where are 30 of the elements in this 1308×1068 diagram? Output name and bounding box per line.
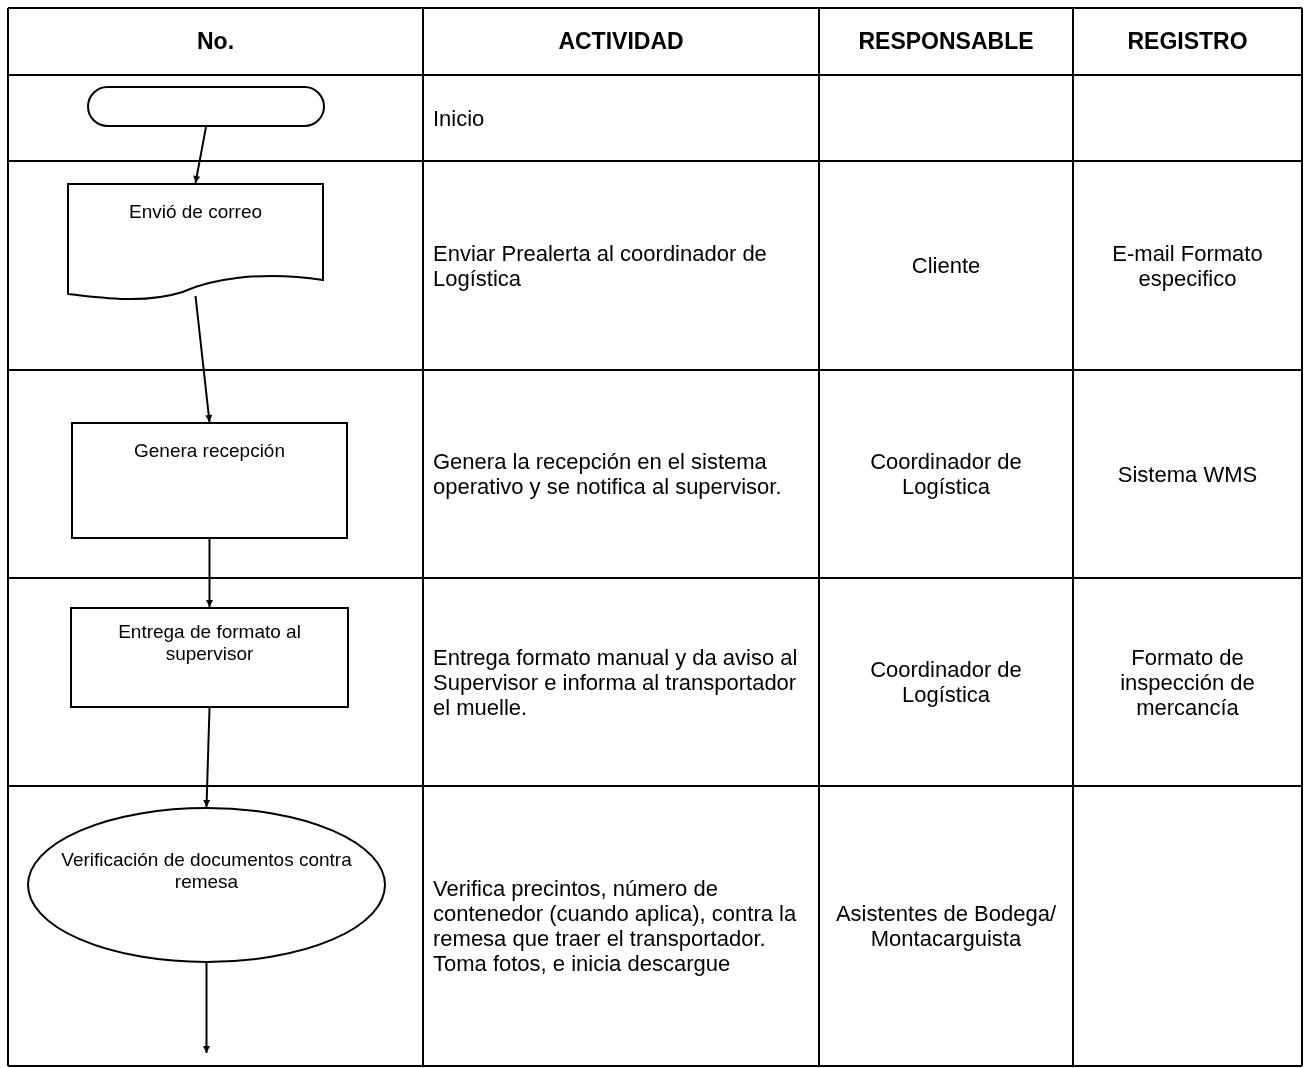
activity-text: Inicio bbox=[433, 105, 485, 131]
ellipse-shape bbox=[27, 807, 386, 963]
responsible-text: Coordinador de Logística bbox=[869, 449, 1023, 499]
responsible-text: Coordinador de Logística bbox=[869, 657, 1023, 707]
node-label: Verificación de documentos contra remesa bbox=[60, 849, 353, 893]
responsible-text: Cliente bbox=[911, 253, 981, 278]
arrow bbox=[206, 538, 213, 608]
node-label: Entrega de formato al supervisor bbox=[117, 621, 302, 665]
arrow bbox=[203, 962, 210, 1054]
record-text: E-mail Formato especifico bbox=[1111, 240, 1264, 291]
process-box bbox=[70, 607, 349, 708]
process-box bbox=[71, 422, 348, 539]
arrow bbox=[203, 707, 211, 808]
terminator-shape bbox=[87, 86, 325, 127]
column-header: ACTIVIDAD bbox=[558, 29, 684, 54]
responsible-text: Asistentes de Bodega/ Montacarguista bbox=[834, 901, 1058, 951]
node-label: Envió de correo bbox=[127, 201, 264, 223]
document-shape bbox=[67, 183, 324, 300]
arrow bbox=[193, 126, 207, 184]
record-text: Formato de inspección de mercancía bbox=[1119, 644, 1256, 720]
column-header: RESPONSABLE bbox=[858, 29, 1034, 54]
activity-text: Enviar Prealerta al coordinador de Logística bbox=[433, 240, 768, 291]
activity-text: Entrega formato manual y da aviso al Supervisor e informa al transportador el muelle. bbox=[433, 644, 799, 720]
record-text: Sistema WMS bbox=[1117, 461, 1258, 487]
column-header: No. bbox=[196, 29, 235, 54]
activity-text: Genera la recepción en el sistema operativo y se notifica al supervisor. bbox=[433, 449, 783, 499]
arrow bbox=[194, 295, 213, 423]
column-header: REGISTRO bbox=[1127, 29, 1248, 54]
activity-text: Verifica precintos, número de contenedor (cuando aplica), contra la remesa que traer el transportador. Toma fotos, e inicia descargue bbox=[433, 876, 798, 976]
node-label: Genera recepción bbox=[132, 440, 286, 462]
